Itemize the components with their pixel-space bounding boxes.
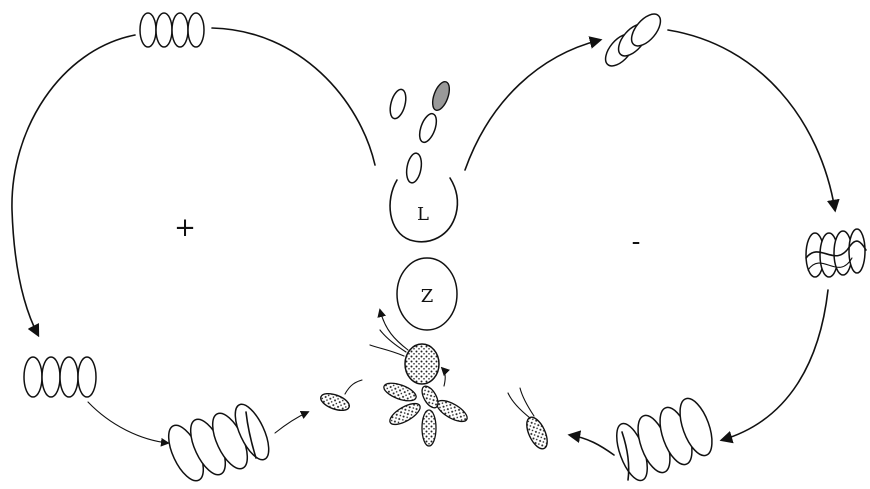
arrow-top-right-to-right xyxy=(668,30,835,210)
arc-top-to-center xyxy=(212,28,375,165)
spore-chain-top-left xyxy=(140,13,204,47)
arrow-center-to-top-right xyxy=(465,40,600,170)
zygote-label: Z xyxy=(421,286,434,307)
twisted-filament-right xyxy=(806,229,866,277)
spore-chain-top-right xyxy=(600,9,666,71)
gamete-fusion-cluster xyxy=(370,310,470,446)
fused-gamete xyxy=(405,344,439,384)
arrow-filament-to-gamete xyxy=(275,412,308,433)
filament-bottom-right xyxy=(610,394,718,484)
arrow-top-to-left xyxy=(12,35,135,335)
arrow-row-to-filament xyxy=(88,402,168,443)
plus-gamete xyxy=(319,380,362,414)
upward-arrow xyxy=(442,368,445,386)
gamete-flagellum-a xyxy=(508,393,530,418)
arrow-bottom-to-gamete xyxy=(570,435,614,455)
filament-bottom-left xyxy=(162,400,276,486)
l-cell-label: L xyxy=(417,204,429,225)
minus-gamete xyxy=(508,388,551,452)
minus-sign-label: - xyxy=(632,227,641,257)
released-spores xyxy=(387,80,452,184)
spore-chain-bottom-left xyxy=(24,357,96,397)
plus-sign-label: + xyxy=(174,213,196,243)
arrow-right-to-bottom xyxy=(722,290,828,440)
gamete-flagellum xyxy=(345,380,362,394)
